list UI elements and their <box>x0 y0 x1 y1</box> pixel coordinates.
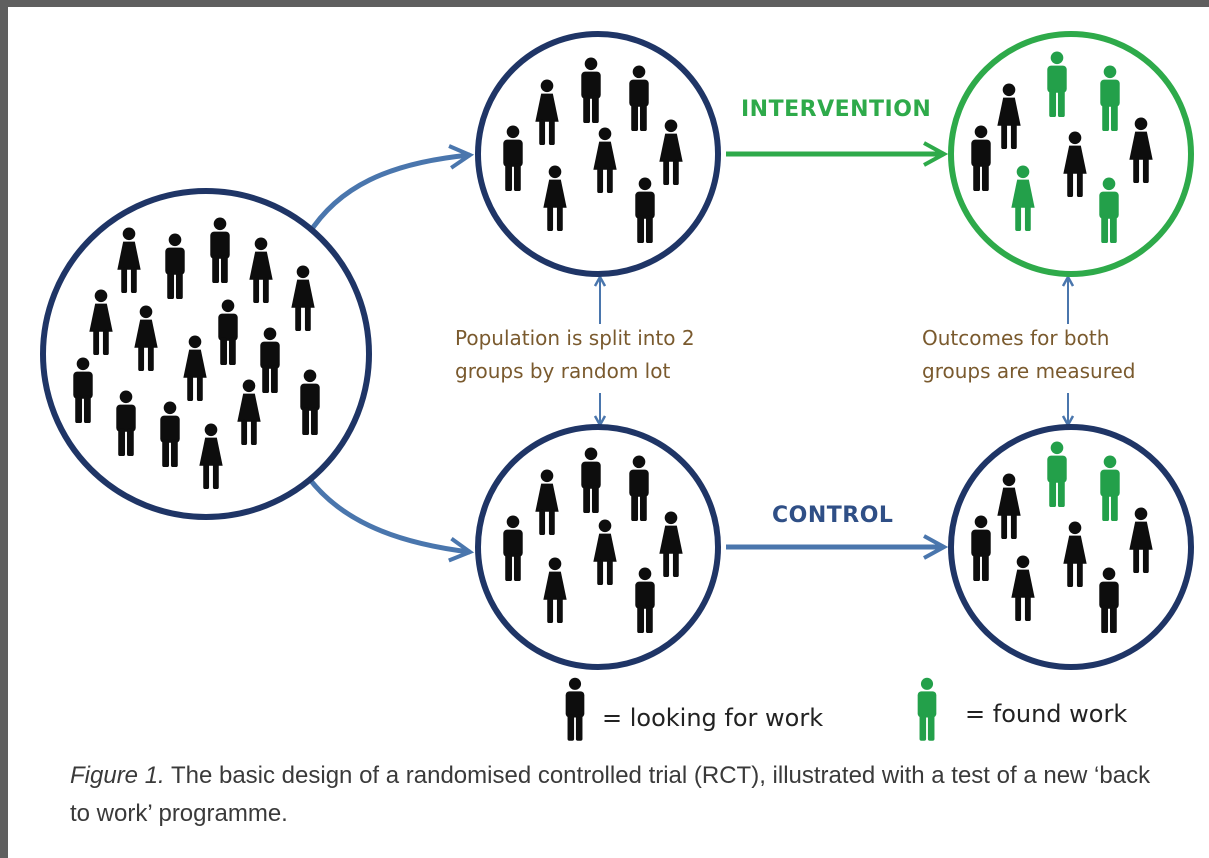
control-label: CONTROL <box>772 503 894 528</box>
rct-diagram <box>40 31 1194 741</box>
caption-text: The basic design of a randomised control… <box>70 762 1151 827</box>
legend-found-label: = found work <box>965 700 1128 728</box>
legend-looking-icon <box>565 677 585 741</box>
legend-found-icon <box>917 677 937 741</box>
figure-frame: INTERVENTION CONTROL Population is split… <box>8 7 1209 858</box>
intervention-label: INTERVENTION <box>741 97 932 122</box>
figure-caption: Figure 1. The basic design of a randomis… <box>70 757 1170 833</box>
split-note: Population is split into 2 groups by ran… <box>455 326 695 383</box>
split-arrow-up <box>305 155 470 237</box>
legend-looking-label: = looking for work <box>602 704 824 732</box>
split-arrow-down <box>306 475 470 552</box>
figure-number: Figure 1. <box>70 762 165 789</box>
measure-note: Outcomes for both groups are measured <box>922 326 1136 383</box>
